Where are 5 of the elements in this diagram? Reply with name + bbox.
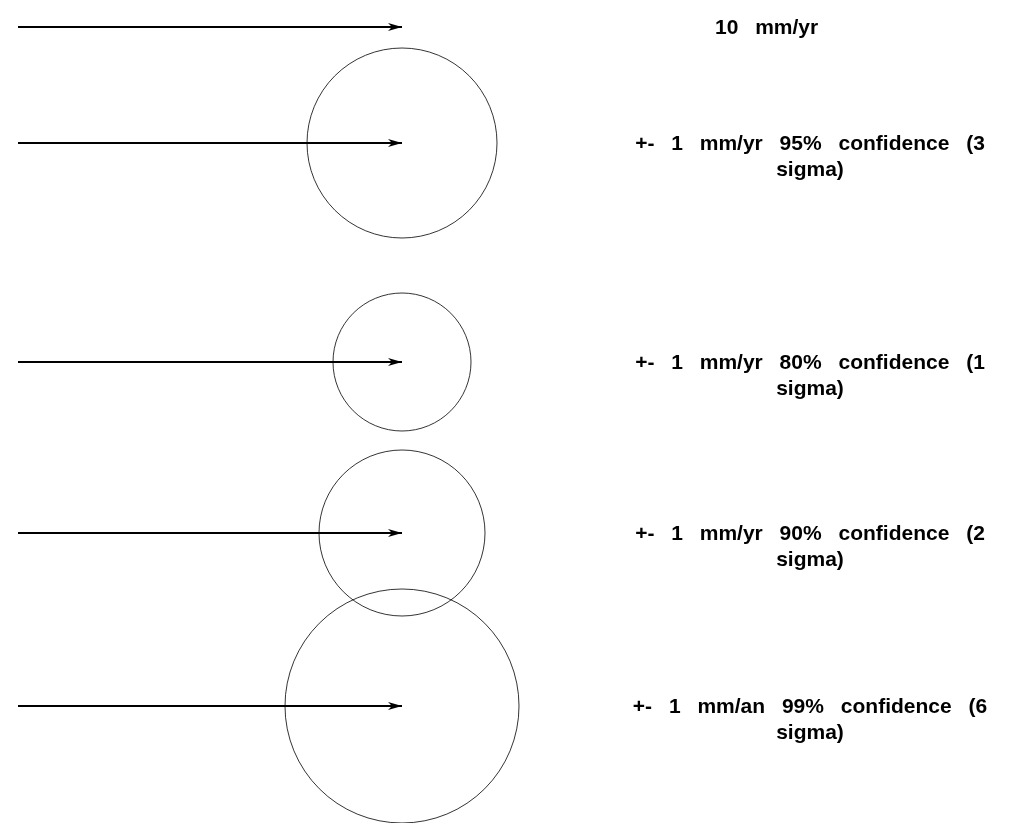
vector-label: 10 mm/yr [715, 14, 819, 40]
vector-label: +- 1 mm/yr 80% confidence (1 sigma) [634, 349, 986, 401]
vector-label: +- 1 mm/yr 90% confidence (2 sigma) [634, 520, 986, 572]
vector-label: +- 1 mm/an 99% confidence (6 sigma) [631, 693, 989, 745]
vector-label: +- 1 mm/yr 95% confidence (3 sigma) [634, 130, 986, 182]
